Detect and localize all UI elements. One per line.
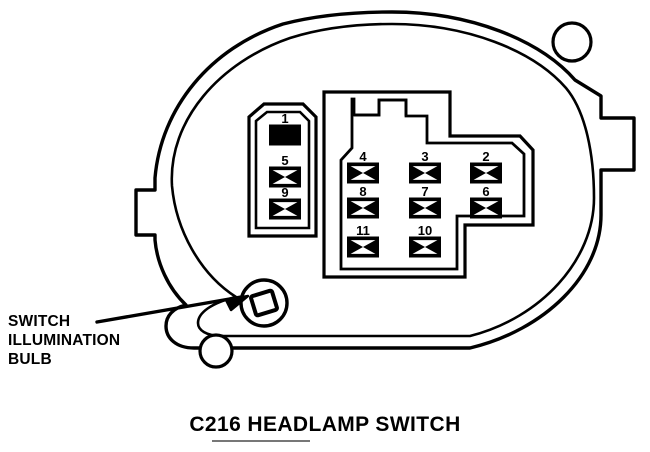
terminal-cutout-upper bbox=[412, 201, 438, 208]
terminal-pin-10: 10 bbox=[409, 223, 441, 258]
terminal-cutout-upper bbox=[473, 201, 499, 208]
terminal-cutout-upper bbox=[350, 240, 376, 247]
connector-keyway-notch bbox=[354, 98, 408, 117]
terminal-cutout-lower bbox=[412, 173, 438, 180]
terminal-cutout-upper bbox=[412, 240, 438, 247]
callout-leader bbox=[95, 294, 250, 324]
terminal-number-label: 8 bbox=[359, 184, 366, 199]
terminal-pin-3: 3 bbox=[409, 149, 441, 184]
terminal-number-label: 6 bbox=[482, 184, 489, 199]
terminal-number-label: 1 bbox=[281, 111, 288, 126]
terminal-cutout-lower bbox=[473, 173, 499, 180]
callout-leader-line bbox=[95, 295, 243, 324]
terminal-cutout-lower bbox=[350, 173, 376, 180]
terminal-pin-9: 9 bbox=[269, 185, 301, 220]
terminal-cutout-upper bbox=[272, 202, 298, 209]
terminal-pin-7: 7 bbox=[409, 184, 441, 219]
terminal-pin-4: 4 bbox=[347, 149, 379, 184]
terminal-number-label: 2 bbox=[482, 149, 489, 164]
terminal-pin-1: 1 bbox=[269, 111, 301, 146]
terminal-cutout-upper bbox=[473, 166, 499, 173]
terminal-cutout-upper bbox=[272, 170, 298, 177]
terminal-number-label: 5 bbox=[281, 153, 288, 168]
terminal-pins-layer: 1 5 9 4 3 2 8 7 6 11 10 bbox=[269, 111, 502, 258]
terminal-cutout-lower bbox=[412, 208, 438, 215]
terminal-number-label: 3 bbox=[421, 149, 428, 164]
terminal-number-label: 4 bbox=[359, 149, 367, 164]
terminal-cutout-lower bbox=[272, 209, 298, 216]
switch-illumination-bulb-socket bbox=[239, 278, 289, 328]
bulb-socket-key-slot bbox=[249, 288, 279, 318]
terminal-pin-6: 6 bbox=[470, 184, 502, 219]
terminal-cutout-upper bbox=[350, 166, 376, 173]
terminal-cutout-upper bbox=[412, 166, 438, 173]
mounting-ear-lower-left-hole bbox=[198, 333, 234, 369]
caption-underline-mark bbox=[212, 440, 310, 442]
terminal-body bbox=[269, 124, 301, 146]
terminal-cutout-lower bbox=[350, 247, 376, 254]
callout-line-2: ILLUMINATION bbox=[8, 332, 121, 349]
terminal-number-label: 10 bbox=[418, 223, 432, 238]
callout-line-3: BULB bbox=[8, 351, 52, 368]
figure-caption: C216 HEADLAMP SWITCH bbox=[189, 413, 461, 436]
terminal-pin-2: 2 bbox=[470, 149, 502, 184]
callout-line-1: SWITCH bbox=[8, 313, 71, 330]
right-connector-cavity bbox=[322, 90, 535, 279]
terminal-number-label: 11 bbox=[356, 223, 370, 238]
terminal-number-label: 7 bbox=[421, 184, 428, 199]
terminal-cutout-lower bbox=[350, 208, 376, 215]
terminal-number-label: 9 bbox=[281, 185, 288, 200]
terminal-cutout-lower bbox=[272, 177, 298, 184]
housing-inner-contour bbox=[170, 22, 596, 338]
switch-illumination-bulb-callout: SWITCH ILLUMINATION BULB bbox=[8, 312, 168, 369]
terminal-pin-5: 5 bbox=[269, 153, 301, 188]
terminal-pin-8: 8 bbox=[347, 184, 379, 219]
terminal-pin-11: 11 bbox=[347, 223, 379, 258]
terminal-cutout-upper bbox=[350, 201, 376, 208]
terminal-cutout-lower bbox=[473, 208, 499, 215]
terminal-cutout-lower bbox=[412, 247, 438, 254]
callout-arrowhead bbox=[224, 294, 250, 312]
mounting-ear-upper-right-hole bbox=[551, 21, 593, 63]
